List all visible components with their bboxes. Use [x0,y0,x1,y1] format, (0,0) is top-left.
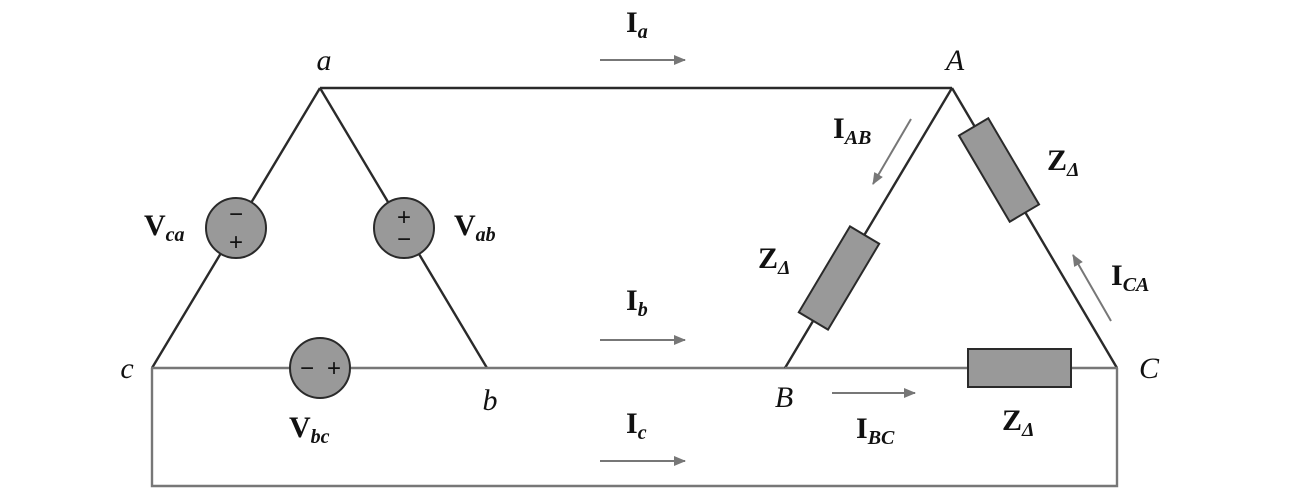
vbc-left-sign: − [300,355,314,382]
label-ica: ICA [1111,259,1149,296]
node-label-c: c [120,352,133,385]
impedance-CA [957,116,1041,224]
arrow-ica [1072,254,1112,322]
label-ib: Ib [626,284,648,321]
vca-bottom-sign: + [229,229,243,256]
line-c [150,368,1119,488]
label-z-ca: ZΔ [1047,144,1080,181]
node-label-a: a [317,44,332,77]
label-z-ab: ZΔ [758,242,791,279]
arrow-iab [872,118,912,185]
node-label-A: A [944,44,965,77]
impedance-BC [967,348,1072,388]
vab-top-sign: + [397,204,411,231]
source-vbc: − + [289,337,351,399]
label-z-bc: ZΔ [1002,404,1035,441]
impedance-AB [797,224,881,332]
label-ic: Ic [626,407,647,444]
node-label-b: b [483,384,498,417]
vbc-right-sign: + [327,355,341,382]
source-delta [150,87,489,370]
node-label-B: B [775,381,793,414]
label-ia: Ia [626,6,648,43]
label-vca: Vca [144,209,185,246]
label-vab: Vab [454,209,496,246]
label-ibc: IBC [856,412,895,449]
source-vab: + − [373,197,435,259]
source-vca: − + [205,197,267,259]
vab-bottom-sign: − [397,226,411,253]
node-label-C: C [1139,352,1160,385]
label-iab: IAB [833,112,871,149]
vca-top-sign: − [229,201,243,228]
label-vbc: Vbc [289,411,330,448]
